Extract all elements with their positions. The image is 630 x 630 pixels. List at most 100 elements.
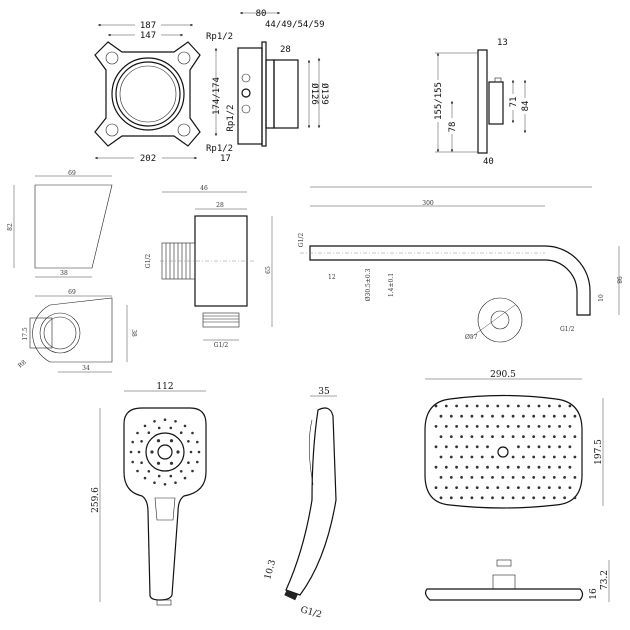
dim-d126: Ø126 (309, 83, 320, 105)
dim-259-6: 259.6 (91, 487, 101, 513)
nozzle-dot (439, 496, 443, 500)
nozzle-dot (475, 425, 479, 428)
nozzle-dot (475, 445, 479, 449)
nozzle-dot (439, 435, 443, 438)
nozzle-dot (501, 496, 505, 500)
dim-98: 98 (615, 276, 622, 284)
nozzle-dot (568, 486, 572, 489)
nozzle-dot (174, 481, 177, 485)
dim-17-5: 17.5 (22, 327, 29, 341)
dim-35: 35 (318, 387, 330, 397)
dim-78: 78 (448, 122, 458, 133)
nozzle-dot (491, 435, 494, 438)
nozzle-dot (537, 486, 541, 489)
dim-rp-top: Rp1/2 (206, 32, 233, 42)
nozzle-dot (517, 445, 520, 449)
dim-38: 38 (60, 270, 68, 277)
nozzle-dot (537, 465, 541, 469)
nozzle-dot (465, 404, 469, 408)
nozzle-dot (460, 496, 463, 500)
nozzle-dot (143, 424, 147, 428)
nozzle-dot (547, 445, 551, 449)
nozzle-dot (470, 476, 474, 479)
nozzle-dot (480, 476, 484, 479)
nozzle-dot (136, 431, 139, 435)
nozzle-dot (475, 404, 479, 408)
dim-202: 202 (140, 154, 156, 164)
nozzle-dot (131, 440, 134, 444)
trim-side-view: 13 155/155 78 71 84 40 (432, 38, 531, 167)
nozzle-dot (547, 465, 551, 469)
nozzle-dot (573, 414, 577, 418)
nozzle-dot (532, 414, 536, 418)
dim-34: 34 (82, 365, 90, 372)
nozzle-dot (573, 435, 577, 438)
dim-d139: Ø139 (319, 83, 330, 105)
dim-82: 82 (7, 223, 14, 231)
nozzle-dot (527, 425, 531, 428)
nozzle-dot (439, 476, 443, 479)
nozzle-dot (455, 445, 458, 449)
nozzle-dot (157, 474, 161, 478)
nozzle-dot (480, 414, 484, 418)
overhead-shower-front-view: 290.5 197.5 (424, 370, 604, 509)
nozzle-dot (444, 486, 448, 489)
nozzle-dot (563, 455, 566, 459)
nozzle-dot (501, 476, 505, 479)
nozzle-dot (552, 435, 556, 438)
nozzle-dot (150, 450, 154, 454)
nozzle-dot (501, 414, 505, 418)
nozzle-dot (460, 435, 463, 438)
nozzle-dot (455, 404, 458, 408)
dim-38b: 38 (130, 329, 137, 337)
nozzle-dot (480, 496, 484, 500)
nozzle-dot (470, 496, 474, 500)
nozzle-dot (527, 445, 531, 449)
nozzle-dot (434, 486, 438, 489)
nozzle-dot (563, 496, 566, 500)
dim-147: 147 (140, 31, 156, 41)
nozzle-dot (542, 414, 546, 418)
dim-187: 187 (140, 21, 156, 31)
wall-outlet-side-view: 46 28 65 G1/2 G1/2 (145, 185, 273, 349)
nozzle-dot (527, 486, 531, 489)
nozzle-dot (522, 455, 525, 459)
nozzle-dot (176, 450, 180, 454)
nozzle-dot (486, 445, 489, 449)
nozzle-dot (537, 445, 541, 449)
nozzle-dot (163, 483, 167, 486)
nozzle-dot (532, 435, 536, 438)
dim-73-2: 73.2 (600, 570, 610, 590)
nozzle-dot (532, 476, 536, 479)
nozzle-dot (169, 439, 174, 443)
nozzle-dot (568, 445, 572, 449)
nozzle-dot (455, 465, 458, 469)
dim-40: 40 (483, 157, 494, 167)
nozzle-dot (434, 425, 438, 428)
nozzle-dot (439, 455, 443, 459)
nozzle-dot (552, 476, 556, 479)
nozzle-dot (522, 476, 525, 479)
nozzle-dot (558, 486, 561, 489)
nozzle-dot (532, 496, 536, 500)
nozzle-dot (460, 455, 463, 459)
nozzle-dot (444, 425, 448, 428)
nozzle-dot (460, 476, 463, 479)
nozzle-dot (568, 404, 572, 408)
nozzle-dot (486, 425, 489, 428)
nozzle-dot (491, 455, 494, 459)
dim-69b: 69 (68, 289, 76, 296)
dim-10: 10 (598, 294, 605, 302)
nozzle-dot (496, 425, 500, 428)
holder-top-view: 69 38 34 17.5 R8 (17, 289, 137, 373)
nozzle-dot (449, 476, 453, 479)
nozzle-dot (542, 476, 546, 479)
nozzle-dot (496, 465, 500, 469)
nozzle-dot (522, 496, 525, 500)
nozzle-dot (511, 476, 515, 479)
nozzle-dot (537, 425, 541, 428)
nozzle-dot (169, 474, 173, 478)
dim-84: 84 (521, 101, 531, 112)
nozzle-dot (547, 486, 551, 489)
nozzle-dot (444, 404, 448, 408)
